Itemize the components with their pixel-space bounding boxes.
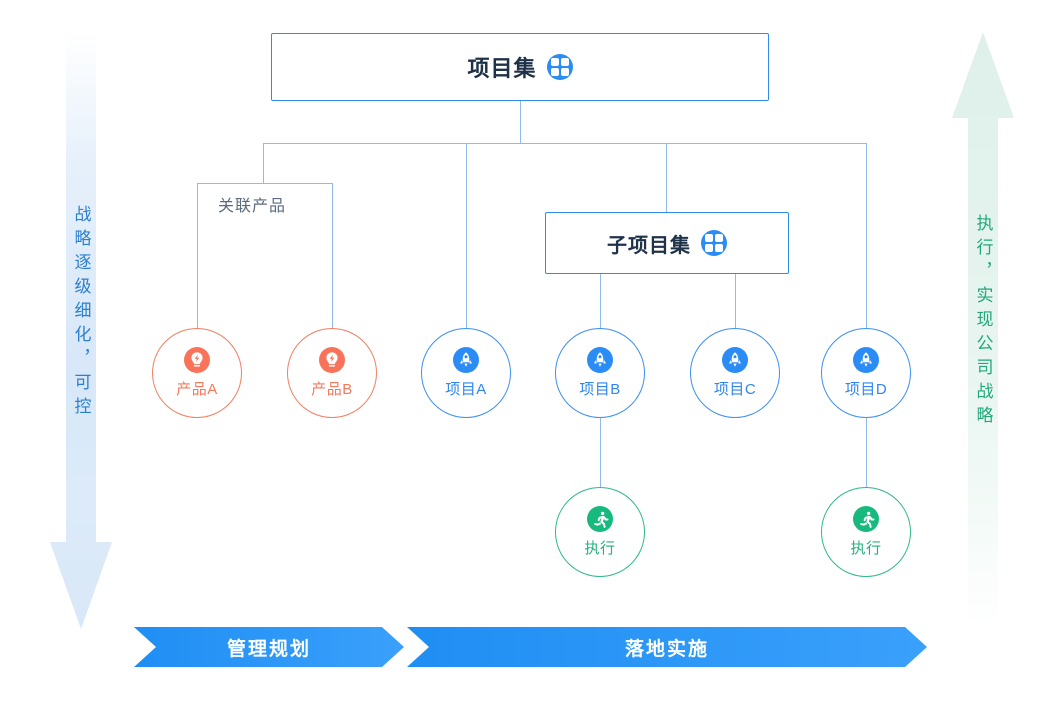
connector-main-bus	[263, 143, 867, 144]
project-node-a-label: 项目A	[445, 381, 487, 398]
connector-product-branch	[263, 143, 264, 183]
execution-node-2[interactable]: 执行	[821, 487, 911, 577]
subprogram-box[interactable]: 子项目集	[545, 212, 789, 274]
program-box[interactable]: 项目集	[271, 33, 769, 101]
project-node-b-label: 项目B	[579, 381, 621, 398]
project-node-c[interactable]: 项目C	[690, 328, 780, 418]
execution-node-1[interactable]: 执行	[555, 487, 645, 577]
connector-exec-d	[866, 418, 867, 487]
rocket-icon	[853, 347, 879, 373]
project-node-c-label: 项目C	[713, 381, 757, 398]
product-node-b[interactable]: 产品B	[287, 328, 377, 418]
project-node-d-label: 项目D	[844, 381, 888, 398]
project-node-d[interactable]: 项目D	[821, 328, 911, 418]
connector-product-a	[197, 183, 198, 328]
runner-icon	[853, 506, 879, 532]
connector-project-c	[735, 274, 736, 328]
connector-project-b	[600, 274, 601, 328]
connector-subprogram	[666, 143, 667, 212]
phase-banner-implementation-label: 落地实施	[624, 638, 709, 660]
connector-project-a	[466, 143, 467, 328]
subprogram-box-label: 子项目集	[607, 234, 691, 257]
phase-banner-planning-label: 管理规划	[226, 638, 311, 660]
connector-exec-b	[600, 418, 601, 487]
connector-trunk	[520, 101, 521, 144]
project-node-a[interactable]: 项目A	[421, 328, 511, 418]
connector-product-bracket	[197, 183, 333, 184]
rocket-icon	[453, 347, 479, 373]
product-node-b-label: 产品B	[311, 381, 353, 398]
product-node-a[interactable]: 产品A	[152, 328, 242, 418]
strategy-arrow: 战略逐级细化，可控	[50, 32, 112, 629]
lightbulb-icon	[184, 347, 210, 373]
execution-node-2-label: 执行	[850, 540, 882, 557]
execution-arrow-label: 执行，实现公司战略	[973, 213, 993, 430]
grid-icon	[701, 230, 727, 256]
phase-banner-implementation[interactable]: 落地实施	[407, 627, 927, 667]
connector-product-b	[332, 183, 333, 328]
phase-banner-planning[interactable]: 管理规划	[134, 627, 404, 667]
rocket-icon	[722, 347, 748, 373]
connector-project-d	[866, 143, 867, 328]
lightbulb-icon	[319, 347, 345, 373]
branch-label-related-products: 关联产品	[212, 192, 293, 216]
product-node-a-label: 产品A	[176, 381, 218, 398]
grid-icon	[546, 54, 573, 80]
project-node-b[interactable]: 项目B	[555, 328, 645, 418]
execution-node-1-label: 执行	[584, 540, 616, 557]
rocket-icon	[587, 347, 613, 373]
runner-icon	[587, 506, 613, 532]
program-box-label: 项目集	[467, 56, 537, 81]
strategy-arrow-label: 战略逐级细化，可控	[71, 205, 91, 421]
execution-arrow: 执行，实现公司战略	[952, 32, 1014, 629]
